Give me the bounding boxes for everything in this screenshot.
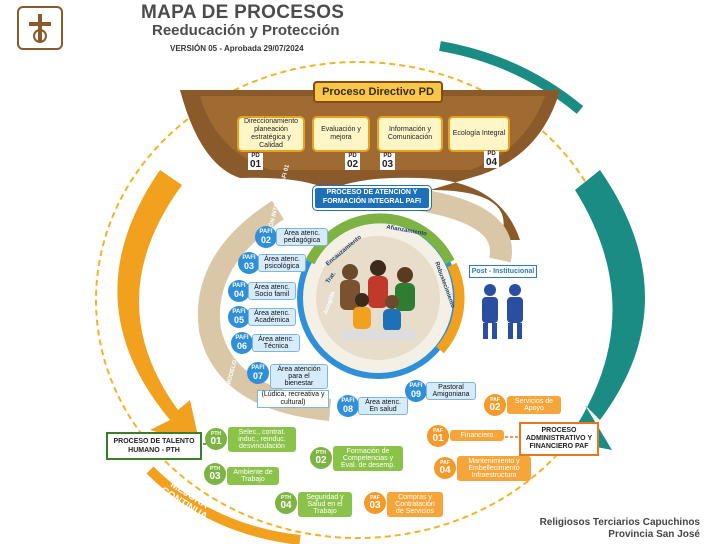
version-label: VERSIÓN 05 - Aprobada 29/07/2024 bbox=[170, 44, 304, 53]
organization-footer: Religiosos Terciarios Capuchinos Provinc… bbox=[539, 517, 700, 540]
pafi-item-07-extra: (Lúdica, recreativa y cultural) bbox=[257, 390, 329, 408]
pth-item-04[interactable]: Seguridad y Salud en el Trabajo bbox=[298, 492, 352, 517]
pafi-item-02[interactable]: Área atenc. pedagógica bbox=[276, 228, 328, 246]
mejora-top-arc bbox=[439, 41, 584, 114]
proceso-directivo-title[interactable]: Proceso Directivo PD bbox=[313, 81, 443, 103]
mejora-bottom-arc bbox=[146, 466, 301, 544]
capuchinos-logo bbox=[17, 6, 63, 50]
pafi-item-05[interactable]: Área atenc. Académica bbox=[248, 308, 296, 326]
left-input-arrow bbox=[117, 170, 200, 445]
post-institucional-label: Post - Institucional bbox=[469, 265, 537, 278]
pd-card-04[interactable]: Ecología Integral bbox=[448, 116, 510, 152]
pd-card-03[interactable]: Información y Comunicación bbox=[377, 116, 443, 152]
post-institucional-figures bbox=[482, 284, 523, 339]
pafi-item-07[interactable]: Área atención para el bienestar bbox=[270, 364, 328, 389]
right-output-arrow bbox=[560, 170, 645, 450]
paf-title[interactable]: PROCESO ADMINISTRATIVO Y FINANCIERO PAF bbox=[519, 422, 599, 456]
pafi-item-06[interactable]: Área atenc. Técnica bbox=[252, 334, 300, 352]
pd-card-01[interactable]: Direccionamiento planeación estratégica … bbox=[237, 116, 305, 152]
paf-item-04[interactable]: Mantenimiento y Embellecimiento Infraest… bbox=[457, 456, 531, 481]
pd-card-02[interactable]: Evaluación y mejora bbox=[312, 116, 370, 152]
people-illustration bbox=[340, 260, 416, 340]
pth-item-01[interactable]: Selec., contrat. induc., reinduc. desvin… bbox=[228, 427, 296, 452]
page-title: MAPA DE PROCESOS bbox=[141, 2, 345, 23]
page-subtitle: Reeducación y Protección bbox=[152, 22, 340, 39]
cross-emblem-icon bbox=[29, 14, 51, 43]
paf-item-01[interactable]: Financiero bbox=[450, 430, 504, 441]
pafi-item-09[interactable]: Pastoral Amigoniana bbox=[426, 382, 476, 400]
pth-item-02[interactable]: Formación de Competencias y Eval. de des… bbox=[333, 446, 403, 471]
pafi-item-04[interactable]: Área atenc. Socio famil bbox=[248, 282, 296, 300]
paf-item-02[interactable]: Servicios de Apoyo bbox=[507, 396, 561, 414]
pafi-item-03[interactable]: Área atenc. psicológica bbox=[258, 254, 306, 272]
pafi-title[interactable]: PROCESO DE ATENCIÓN Y FORMACIÓN INTEGRAL… bbox=[313, 186, 431, 210]
pth-item-03[interactable]: Ambiente de Trabajo bbox=[227, 467, 279, 485]
pth-title[interactable]: PROCESO DE TALENTO HUMANO - PTH bbox=[106, 432, 202, 460]
paf-item-03[interactable]: Compras y Contratación de Servicios bbox=[387, 492, 443, 517]
pafi-item-08[interactable]: Área atenc. En salud bbox=[358, 397, 408, 415]
